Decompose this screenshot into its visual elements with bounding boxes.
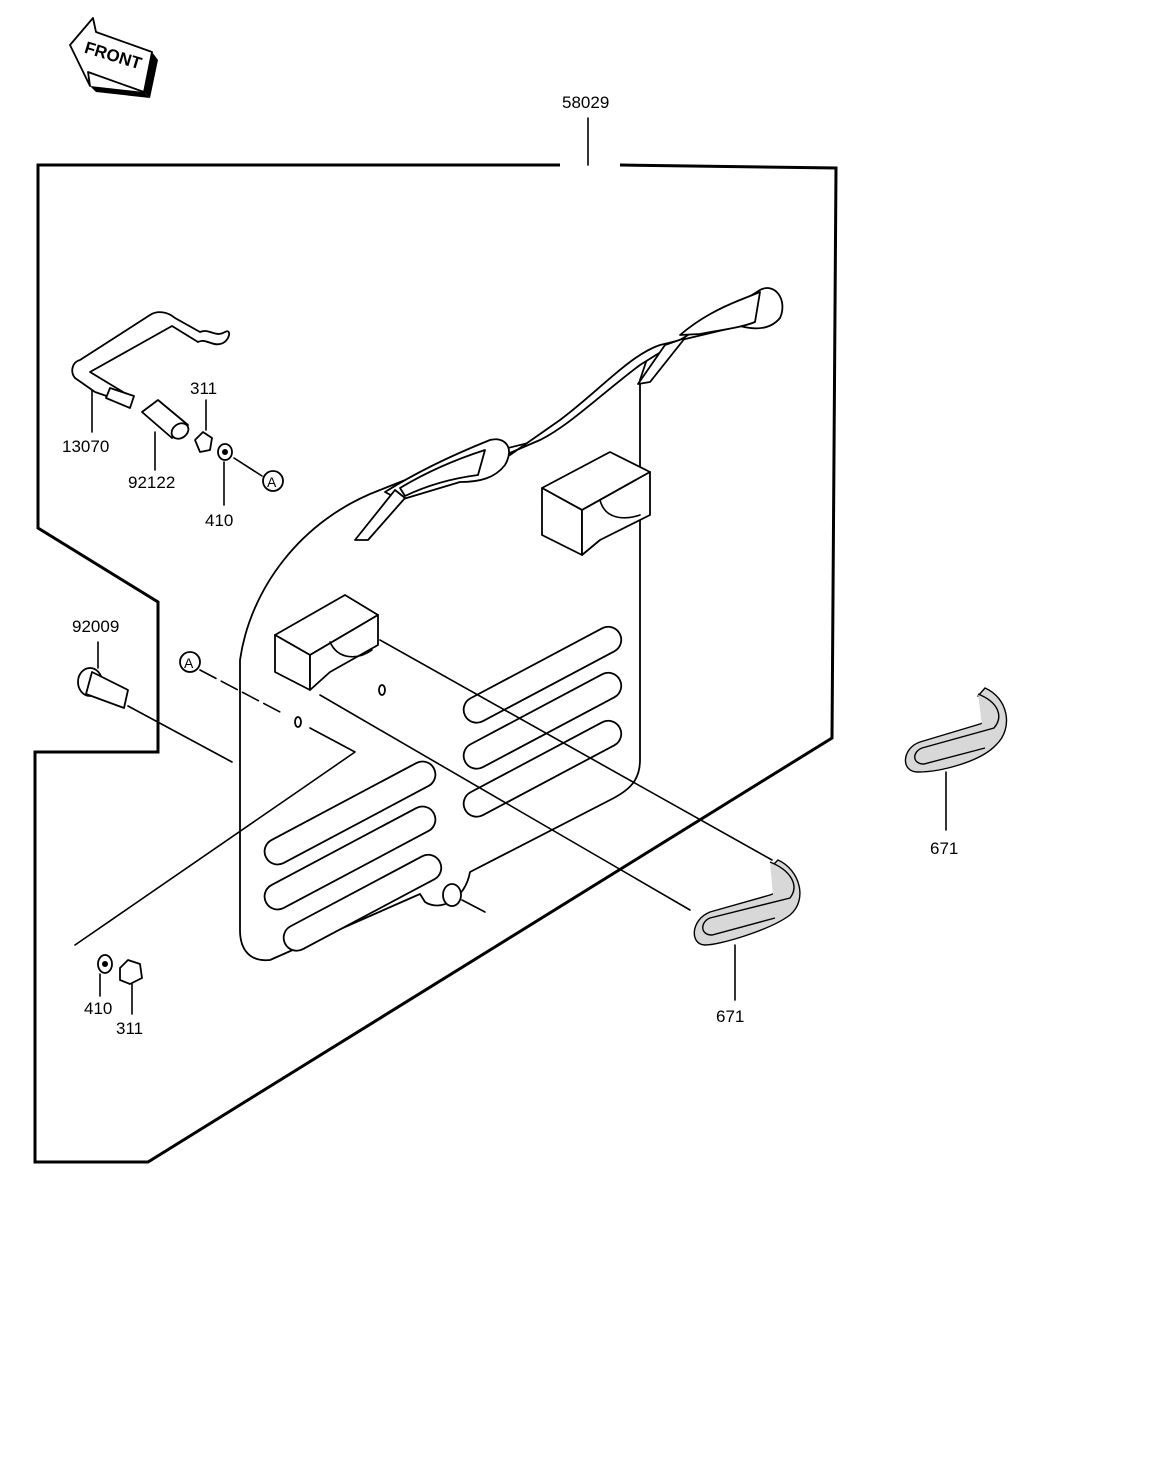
side-cover-panel	[239, 287, 784, 962]
label-band-right: 671	[930, 839, 958, 858]
reference-mark-a-right: A	[262, 470, 284, 492]
mount-bracket-lower	[274, 594, 386, 696]
label-band-lower: 671	[716, 1007, 744, 1026]
assembly-outline	[33, 117, 838, 1164]
label-washer-bottom: 410	[84, 999, 112, 1018]
rod-13070	[71, 311, 231, 433]
mount-bracket-upper	[541, 451, 651, 556]
label-washer-top: 410	[205, 511, 233, 530]
band-671-lower	[693, 859, 801, 1001]
nut-311-top	[194, 399, 213, 453]
washer-410-top	[217, 443, 263, 506]
label-assembly: 58029	[562, 93, 609, 112]
band-671-right	[904, 687, 1008, 831]
label-nut-top: 311	[190, 379, 217, 398]
front-arrow-icon: FRONT	[69, 17, 158, 98]
bolt-92009	[77, 641, 233, 763]
label-nut-bottom: 311	[116, 1019, 143, 1038]
reference-mark-a-left: A	[179, 651, 281, 713]
label-collar: 92122	[128, 473, 175, 492]
louver-slots	[263, 625, 623, 952]
reference-mark-a-right-label: A	[267, 474, 277, 490]
collar-92122	[141, 399, 190, 471]
washer-410-bottom	[97, 954, 113, 997]
label-bolt: 92009	[72, 617, 119, 636]
nut-311-bottom	[119, 959, 143, 1015]
label-rod: 13070	[62, 437, 109, 456]
reference-mark-a-left-label: A	[184, 655, 194, 671]
